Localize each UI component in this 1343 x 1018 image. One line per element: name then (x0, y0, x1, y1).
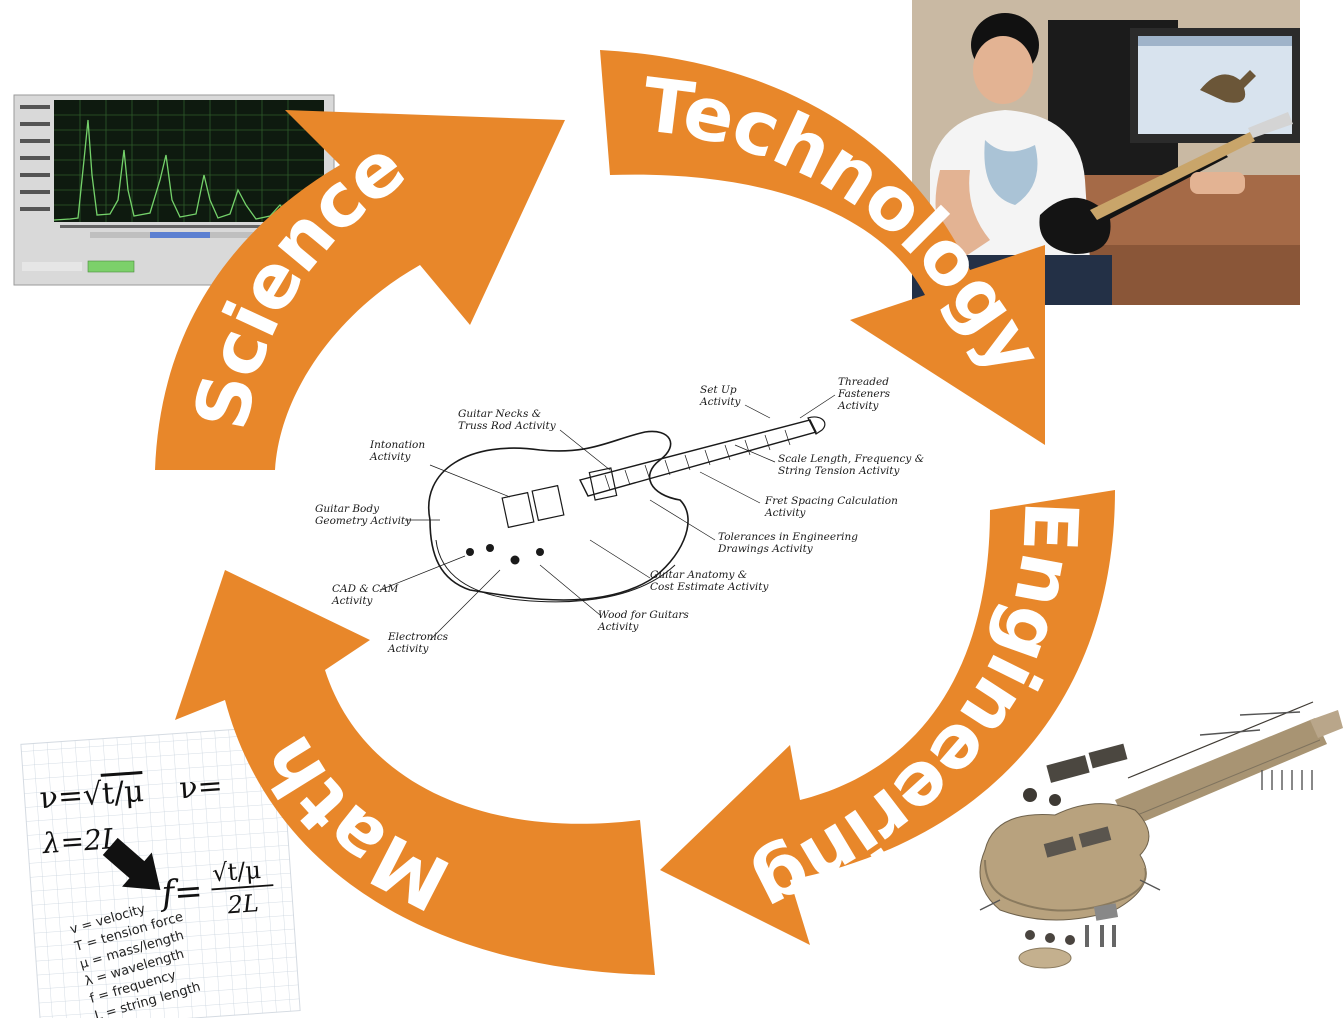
down-arrow-icon (102, 837, 161, 891)
math-equation-sheet: ν=√t/μ ν= λ=2L f= √t/μ 2L v = velocity T… (20, 725, 301, 1018)
sketch-label: Scale Length, Frequency &String Tension … (778, 453, 924, 477)
velocity-equation-partial: ν= (178, 768, 224, 806)
frequency-scope-screenshot (13, 94, 335, 286)
scope-axis-ticks (20, 105, 310, 228)
frequency-equation-denominator: 2L (226, 889, 260, 919)
frequency-equation-numerator: √t/μ (211, 856, 261, 887)
guitar-sketch (379, 394, 836, 641)
person-with-guitar-photo (912, 0, 1300, 305)
exploded-guitar-cad (979, 701, 1343, 969)
sketch-label: Guitar Anatomy &Cost Estimate Activity (650, 569, 769, 593)
guitar-body-outline (427, 430, 689, 601)
scope-grid (54, 100, 324, 222)
sketch-leader-lines (379, 394, 836, 641)
frequency-equation-f: f= (157, 871, 204, 914)
velocity-equation: ν=√t/μ (39, 774, 145, 816)
sketch-label: Guitar Necks &Truss Rod Activity (458, 408, 557, 432)
scope-trace (53, 119, 325, 221)
